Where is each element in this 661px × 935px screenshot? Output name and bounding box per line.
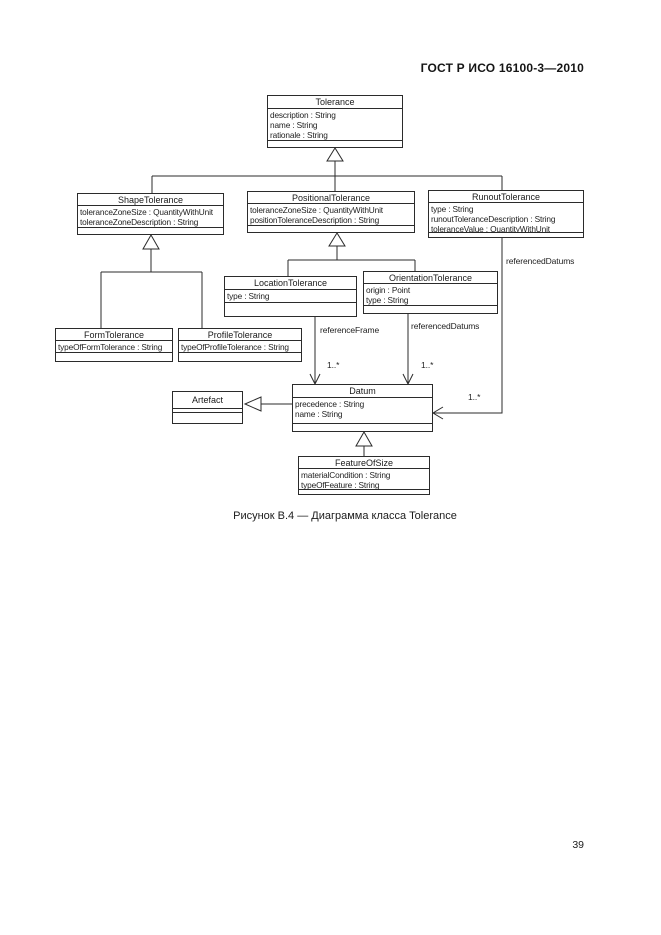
class-attributes: precedence : String name : String [293, 398, 432, 423]
class-attribute: description : String [270, 109, 336, 120]
figure-caption: Рисунок В.4 — Диаграмма класса Tolerance [233, 510, 457, 522]
class-attributes: toleranceZoneSize : QuantityWithUnit pos… [248, 204, 414, 225]
generalization-to-tolerance [151, 147, 503, 193]
class-attribute: name : String [295, 409, 343, 420]
page-number: 39 [572, 839, 584, 851]
association-label-referenceddatums-orientation: referencedDatums [411, 321, 480, 331]
association-referenceframe [309, 317, 321, 386]
class-title: ShapeTolerance [78, 194, 223, 207]
class-attribute: origin : Point [366, 285, 411, 296]
class-attribute: type : String [366, 295, 409, 305]
class-attributes: materialCondition : String typeOfFeature… [299, 469, 429, 489]
class-attribute: typeOfProfileTolerance : String [181, 341, 289, 352]
class-empty-compartment [78, 227, 223, 234]
association-referenceddatums-runout [432, 238, 503, 420]
class-attribute: toleranceZoneSize : QuantityWithUnit [80, 207, 213, 218]
class-form-tolerance: FormTolerance typeOfFormTolerance : Stri… [55, 328, 173, 362]
class-title: FeatureOfSize [299, 457, 429, 469]
class-title: Tolerance [268, 96, 402, 109]
association-label-referenceframe: referenceFrame [320, 325, 380, 335]
class-title: FormTolerance [56, 329, 172, 341]
multiplicity-label: 1..* [421, 360, 434, 370]
class-title: OrientationTolerance [364, 272, 497, 285]
class-title: LocationTolerance [225, 277, 356, 290]
class-empty-compartment [248, 225, 414, 232]
class-empty-compartment [173, 409, 242, 413]
class-attribute: rationale : String [270, 130, 328, 140]
class-attributes: origin : Point type : String [364, 284, 497, 305]
class-runout-tolerance: RunoutTolerance type : String runoutTole… [428, 190, 584, 238]
class-artefact: Artefact [172, 391, 243, 424]
class-attribute: type : String [431, 203, 474, 214]
class-empty-compartment [293, 423, 432, 431]
class-attributes: description : String name : String ratio… [268, 109, 402, 141]
class-title: Artefact [173, 392, 242, 409]
class-attribute: runoutToleranceDescription : String [431, 214, 556, 225]
multiplicity-label: 1..* [468, 392, 481, 402]
generalization-to-positional-tolerance [287, 232, 416, 276]
class-attributes: type : String [225, 290, 356, 302]
class-empty-compartment [173, 413, 242, 423]
class-empty-compartment [268, 140, 402, 147]
generalization-datum-to-artefact [243, 396, 292, 412]
class-feature-of-size: FeatureOfSize materialCondition : String… [298, 456, 430, 495]
class-title: ProfileTolerance [179, 329, 301, 341]
class-attribute: toleranceZoneSize : QuantityWithUnit [250, 205, 383, 216]
class-empty-compartment [299, 489, 429, 494]
class-empty-compartment [179, 352, 301, 361]
class-empty-compartment [56, 352, 172, 361]
class-attribute: materialCondition : String [301, 469, 391, 480]
class-attribute: typeOfFeature : String [301, 480, 380, 489]
class-positional-tolerance: PositionalTolerance toleranceZoneSize : … [247, 191, 415, 233]
class-tolerance: Tolerance description : String name : St… [267, 95, 403, 148]
generalization-to-shape-tolerance [100, 233, 203, 328]
multiplicity-label: 1..* [327, 360, 340, 370]
class-attribute: type : String [227, 290, 270, 301]
class-attribute: name : String [270, 119, 318, 130]
class-attribute: positionToleranceDescription : String [250, 215, 380, 225]
class-shape-tolerance: ShapeTolerance toleranceZoneSize : Quant… [77, 193, 224, 235]
class-empty-compartment [225, 302, 356, 316]
class-title: RunoutTolerance [429, 191, 583, 203]
class-attribute: typeOfFormTolerance : String [58, 341, 163, 352]
class-title: Datum [293, 385, 432, 398]
class-attribute: precedence : String [295, 399, 365, 409]
document-header: ГОСТ Р ИСО 16100-3—2010 [420, 61, 584, 75]
class-empty-compartment [364, 305, 497, 313]
class-orientation-tolerance: OrientationTolerance origin : Point type… [363, 271, 498, 314]
class-attribute: toleranceZoneDescription : String [80, 217, 199, 227]
class-attributes: typeOfProfileTolerance : String [179, 341, 301, 352]
association-label-referenceddatums-runout: referencedDatums [506, 256, 575, 266]
class-profile-tolerance: ProfileTolerance typeOfProfileTolerance … [178, 328, 302, 362]
class-datum: Datum precedence : String name : String [292, 384, 433, 432]
class-attributes: toleranceZoneSize : QuantityWithUnit tol… [78, 206, 223, 227]
class-empty-compartment [429, 232, 583, 237]
class-location-tolerance: LocationTolerance type : String [224, 276, 357, 317]
class-attribute: toleranceValue : QuantityWithUnit [431, 224, 550, 232]
class-attributes: typeOfFormTolerance : String [56, 341, 172, 352]
class-title: PositionalTolerance [248, 192, 414, 205]
class-attributes: type : String runoutToleranceDescription… [429, 203, 583, 232]
generalization-featureofsize-to-datum [355, 430, 373, 456]
